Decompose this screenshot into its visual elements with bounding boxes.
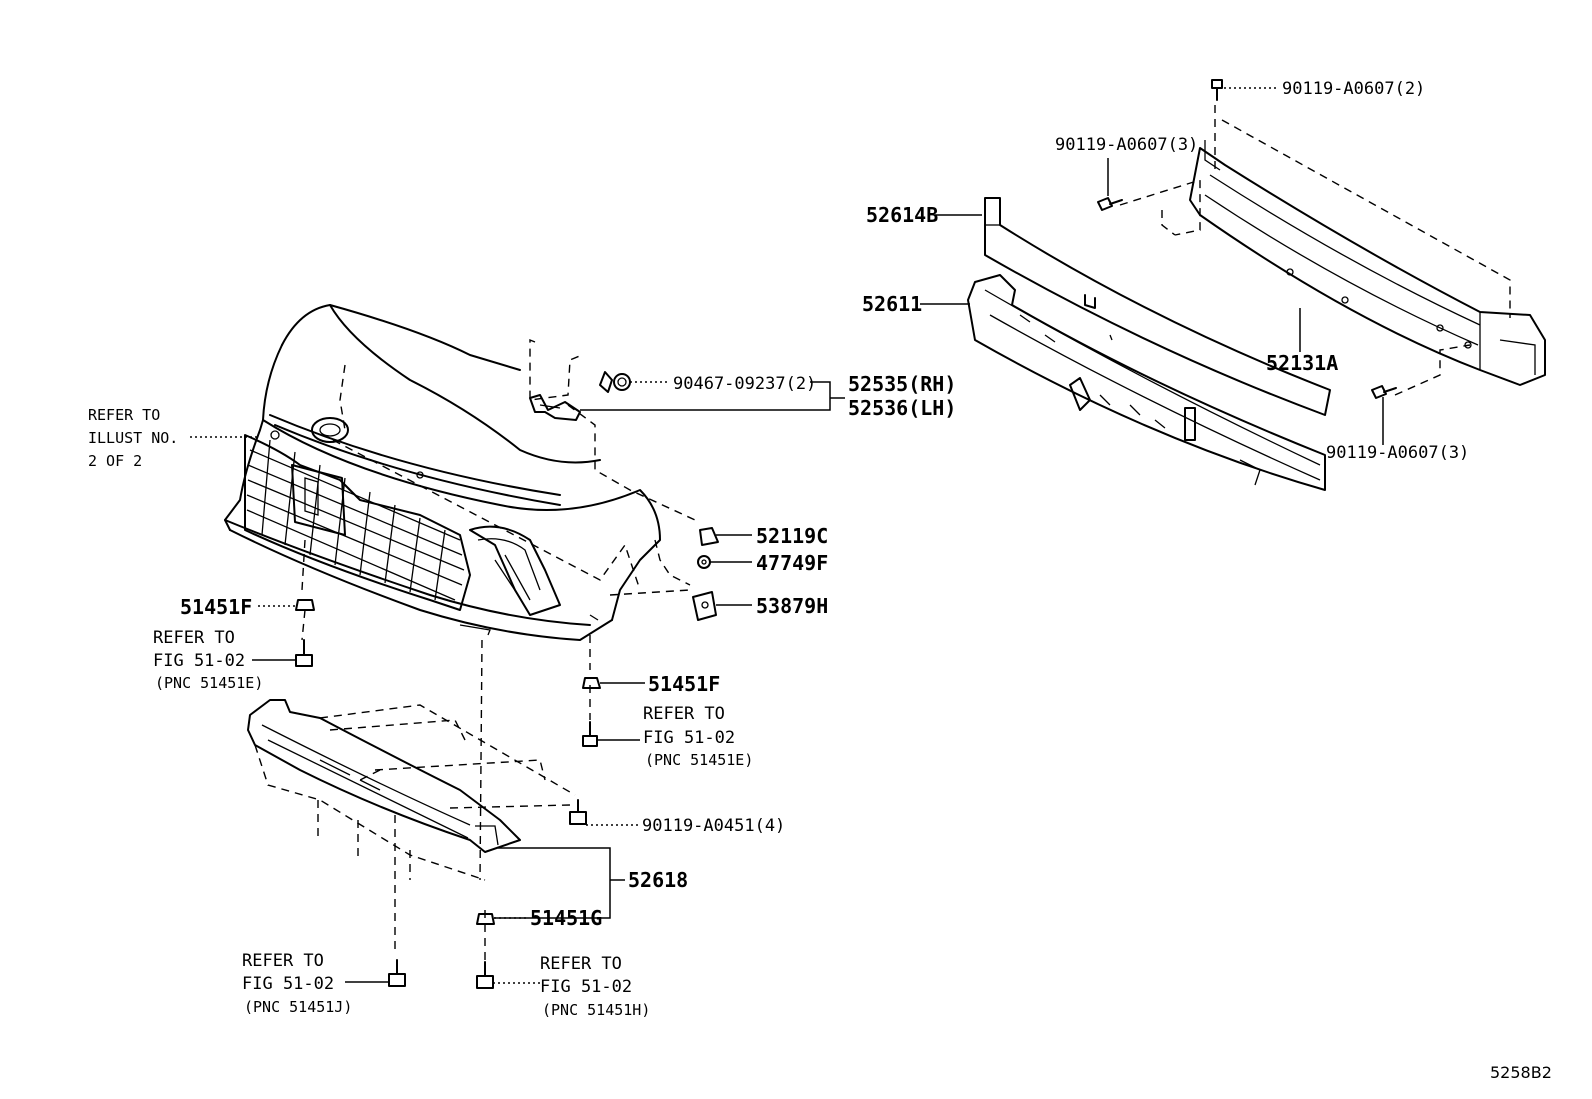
label-refer-j-line1: REFER TO [242, 951, 324, 971]
label-refer-right-line3: (PNC 51451E) [645, 751, 753, 769]
reinforcement-bolt-guides [1119, 105, 1511, 396]
label-refer-illust-line2: ILLUST NO. [88, 429, 178, 447]
part-labels: 90119-A0607(2) 90119-A0607(3) 52614B 526… [88, 79, 1552, 1082]
fastener-icon-51451f-right [582, 677, 601, 689]
label-refer-h-line1: REFER TO [540, 954, 622, 974]
screw-icon-j [388, 959, 406, 987]
lower-cover-52618 [247, 699, 521, 853]
leader-lines [190, 87, 1384, 984]
lower-cover-guides [254, 704, 576, 881]
label-52131a: 52131A [1266, 351, 1338, 375]
label-clip-90467: 90467-09237(2) [673, 374, 816, 394]
label-refer-h-line3: (PNC 51451H) [542, 1001, 650, 1019]
label-refer-left-line3: (PNC 51451E) [155, 674, 263, 692]
label-refer-left-line1: REFER TO [153, 628, 235, 648]
bracket-52535-52536 [529, 394, 581, 421]
label-51451f-right: 51451F [648, 672, 720, 696]
label-52611: 52611 [862, 292, 922, 316]
clip-icon-90467 [599, 371, 631, 393]
fastener-icon-51451g [476, 913, 495, 925]
label-refer-left-line2: FIG 51-02 [153, 651, 245, 671]
screw-icon-h [476, 961, 494, 989]
label-47749f: 47749F [756, 551, 828, 575]
label-52614b: 52614B [866, 203, 938, 227]
label-refer-illust-line1: REFER TO [88, 406, 160, 424]
label-51451f-left: 51451F [180, 595, 252, 619]
label-refer-h-line2: FIG 51-02 [540, 977, 632, 997]
bumper-cover-guides [301, 338, 696, 960]
nut-icon-47749f [697, 555, 711, 569]
label-53879h: 53879H [756, 594, 828, 618]
label-51451g: 51451G [530, 906, 602, 930]
label-bolt-right: 90119-A0607(3) [1326, 443, 1469, 463]
label-refer-right-line2: FIG 51-02 [643, 728, 735, 748]
label-52119c: 52119C [756, 524, 828, 548]
bolt-icon-top [1211, 79, 1223, 101]
screw-icon-left [295, 639, 313, 667]
bumper-reinforcement-52131a [1189, 140, 1546, 386]
label-bolt-a0451: 90119-A0451(4) [642, 816, 785, 836]
label-52535: 52535(RH) [848, 372, 956, 396]
label-52618: 52618 [628, 868, 688, 892]
fastener-icon-51451f-left [295, 599, 315, 611]
absorber-52614b [984, 197, 1331, 416]
clip-icon-52119c [699, 527, 719, 546]
grille-mesh [246, 439, 465, 601]
front-bumper-cover [224, 304, 661, 641]
label-refer-right-line1: REFER TO [643, 704, 725, 724]
bracket-icon-53879h [692, 591, 717, 621]
label-refer-illust-line3: 2 OF 2 [88, 452, 142, 470]
label-bolt-mid: 90119-A0607(3) [1055, 135, 1198, 155]
bolt-icon-a0451 [569, 799, 587, 825]
absorber-52611 [967, 274, 1326, 491]
label-bolt-top: 90119-A0607(2) [1282, 79, 1425, 99]
screw-icon-right [582, 721, 598, 747]
label-refer-j-line2: FIG 51-02 [242, 974, 334, 994]
figure-code: 5258B2 [1490, 1063, 1552, 1082]
label-52536: 52536(LH) [848, 396, 956, 420]
label-refer-j-line3: (PNC 51451J) [244, 998, 352, 1016]
bolt-icon-right [1371, 385, 1397, 399]
bolt-icon-mid [1097, 197, 1123, 211]
